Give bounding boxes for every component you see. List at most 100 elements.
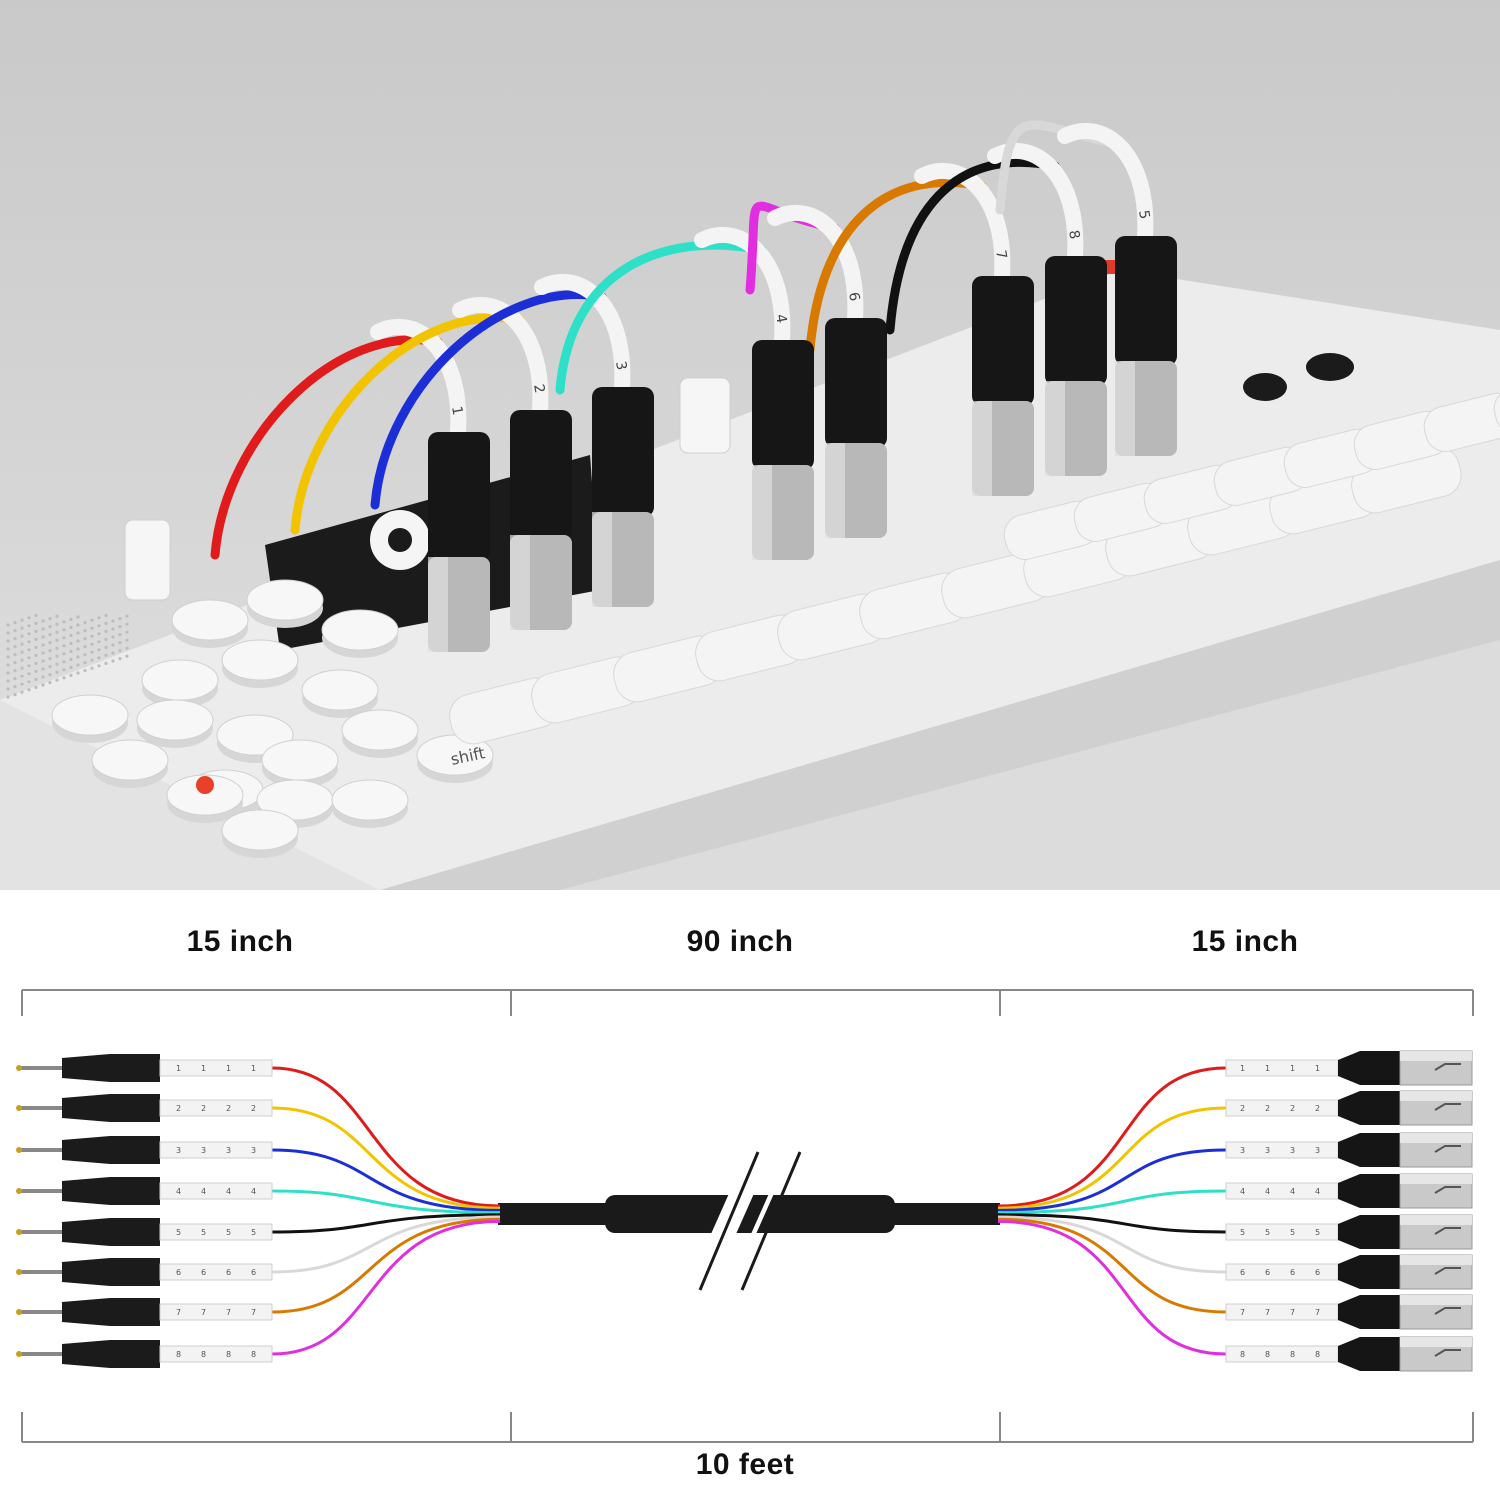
channel-marker: 6 xyxy=(1240,1268,1245,1277)
channel-marker: 3 xyxy=(251,1146,256,1155)
channel-marker: 1 xyxy=(251,1064,256,1073)
channel-marker: 2 xyxy=(1315,1104,1320,1113)
transport-buttons xyxy=(51,579,494,858)
channel-marker: 2 xyxy=(251,1104,256,1113)
channel-marker: 3 xyxy=(1315,1146,1320,1155)
channel-marker: 4 xyxy=(226,1187,231,1196)
middle-segment-length: 90 inch xyxy=(686,925,794,958)
connector-number-label: 2 xyxy=(530,383,547,395)
channel-marker: 3 xyxy=(201,1146,206,1155)
channel-marker: 8 xyxy=(201,1350,206,1359)
channel-marker: 7 xyxy=(226,1308,231,1317)
top-dimension-line xyxy=(21,989,1474,1016)
channel-marker: 4 xyxy=(251,1187,256,1196)
connector-number-label: 5 xyxy=(1135,209,1152,221)
record-button-icon xyxy=(196,776,214,794)
screen-disc-center xyxy=(388,528,412,552)
channel-marker: 5 xyxy=(176,1228,181,1237)
channel-marker: 5 xyxy=(1290,1228,1295,1237)
connector-number-label: 1 xyxy=(448,405,465,417)
channel-marker: 6 xyxy=(251,1268,256,1277)
channel-marker: 6 xyxy=(176,1268,181,1277)
snake-cable-drawing: 1 1 1 1 2 2 2 2 3 3 3 3 4 4 4 4 5 5 5 5 6 6 6 6 7 7 7 7 8 8 8 8 1 1 1 1 2 2 2… xyxy=(16,989,1474,1443)
encoder-knob xyxy=(679,377,731,454)
channel-marker: 7 xyxy=(201,1308,206,1317)
channel-marker: 2 xyxy=(1290,1104,1295,1113)
channel-marker: 7 xyxy=(251,1308,256,1317)
channel-marker: 4 xyxy=(1290,1187,1295,1196)
connector-number-label: 3 xyxy=(612,360,629,372)
channel-marker: 8 xyxy=(1265,1350,1270,1359)
channel-marker: 1 xyxy=(1240,1064,1245,1073)
left-segment-length: 15 inch xyxy=(186,925,294,958)
channel-marker: 5 xyxy=(201,1228,206,1237)
channel-marker: 5 xyxy=(1265,1228,1270,1237)
channel-marker: 8 xyxy=(251,1350,256,1359)
total-cable-length: 10 feet xyxy=(695,1448,795,1481)
channel-marker: 1 xyxy=(1315,1064,1320,1073)
connector-number-label: 6 xyxy=(845,291,862,303)
trs-plugs: 1 1 1 1 2 2 2 2 3 3 3 3 4 4 4 4 5 5 5 5 6 6 6 6 7 7 7 7 8 8 8 8 xyxy=(16,1054,273,1368)
right-segment-length: 15 inch xyxy=(1191,925,1299,958)
channel-marker: 7 xyxy=(176,1308,181,1317)
channel-marker: 4 xyxy=(1265,1187,1270,1196)
connector-number-label: 8 xyxy=(1065,229,1082,241)
channel-marker: 1 xyxy=(1265,1064,1270,1073)
channel-marker: 5 xyxy=(251,1228,256,1237)
channel-marker: 8 xyxy=(226,1350,231,1359)
channel-marker: 6 xyxy=(1290,1268,1295,1277)
table-surface xyxy=(560,640,1500,890)
channel-marker: 8 xyxy=(1290,1350,1295,1359)
black-button-2 xyxy=(1306,353,1354,381)
cable-trunk xyxy=(498,1151,1000,1291)
channel-marker: 2 xyxy=(226,1104,231,1113)
channel-marker: 8 xyxy=(176,1350,181,1359)
connector-number-label: 7 xyxy=(992,249,1009,261)
channel-marker: 6 xyxy=(1315,1268,1320,1277)
channel-marker: 2 xyxy=(201,1104,206,1113)
channel-marker: 8 xyxy=(1315,1350,1320,1359)
xlr-connectors: 1 2 3 4 6 7 8 5 xyxy=(428,209,1177,652)
channel-marker: 5 xyxy=(226,1228,231,1237)
channel-marker: 8 xyxy=(1240,1350,1245,1359)
connector-number-label: 4 xyxy=(772,313,789,325)
channel-marker: 2 xyxy=(176,1104,181,1113)
channel-marker: 1 xyxy=(226,1064,231,1073)
channel-marker: 1 xyxy=(201,1064,206,1073)
channel-marker: 4 xyxy=(1240,1187,1245,1196)
channel-marker: 1 xyxy=(1290,1064,1295,1073)
channel-marker: 4 xyxy=(1315,1187,1320,1196)
volume-knob xyxy=(124,519,171,601)
channel-marker: 6 xyxy=(1265,1268,1270,1277)
channel-marker: 6 xyxy=(226,1268,231,1277)
channel-marker: 3 xyxy=(226,1146,231,1155)
channel-marker: 3 xyxy=(1240,1146,1245,1155)
cable-diagram: 15 inch 90 inch 15 inch 10 feet xyxy=(0,890,1500,1500)
speaker-grille xyxy=(6,613,129,699)
channel-marker: 7 xyxy=(1265,1308,1270,1317)
channel-marker: 4 xyxy=(176,1187,181,1196)
bottom-dimension-line xyxy=(21,1412,1474,1443)
left-fanout xyxy=(271,1066,501,1356)
channel-marker: 3 xyxy=(176,1146,181,1155)
black-button-1 xyxy=(1243,373,1287,401)
channel-marker: 3 xyxy=(1290,1146,1295,1155)
channel-marker: 5 xyxy=(1240,1228,1245,1237)
channel-marker: 7 xyxy=(1290,1308,1295,1317)
xlr-female-plugs: 1 1 1 1 2 2 2 2 3 3 3 3 4 4 4 4 5 5 5 5 6 6 6 6 7 7 7 7 8 8 8 8 xyxy=(1225,1050,1473,1372)
channel-marker: 2 xyxy=(1240,1104,1245,1113)
channel-marker: 6 xyxy=(201,1268,206,1277)
right-fanout xyxy=(997,1066,1227,1356)
channel-marker: 7 xyxy=(1240,1308,1245,1317)
channel-marker: 1 xyxy=(176,1064,181,1073)
channel-marker: 4 xyxy=(201,1187,206,1196)
channel-marker: 7 xyxy=(1315,1308,1320,1317)
channel-marker: 3 xyxy=(1265,1146,1270,1155)
channel-marker: 5 xyxy=(1315,1228,1320,1237)
device-side-face xyxy=(380,560,1500,890)
breakout-cables xyxy=(210,120,1154,560)
step-keys xyxy=(449,374,1500,745)
channel-marker: 2 xyxy=(1265,1104,1270,1113)
